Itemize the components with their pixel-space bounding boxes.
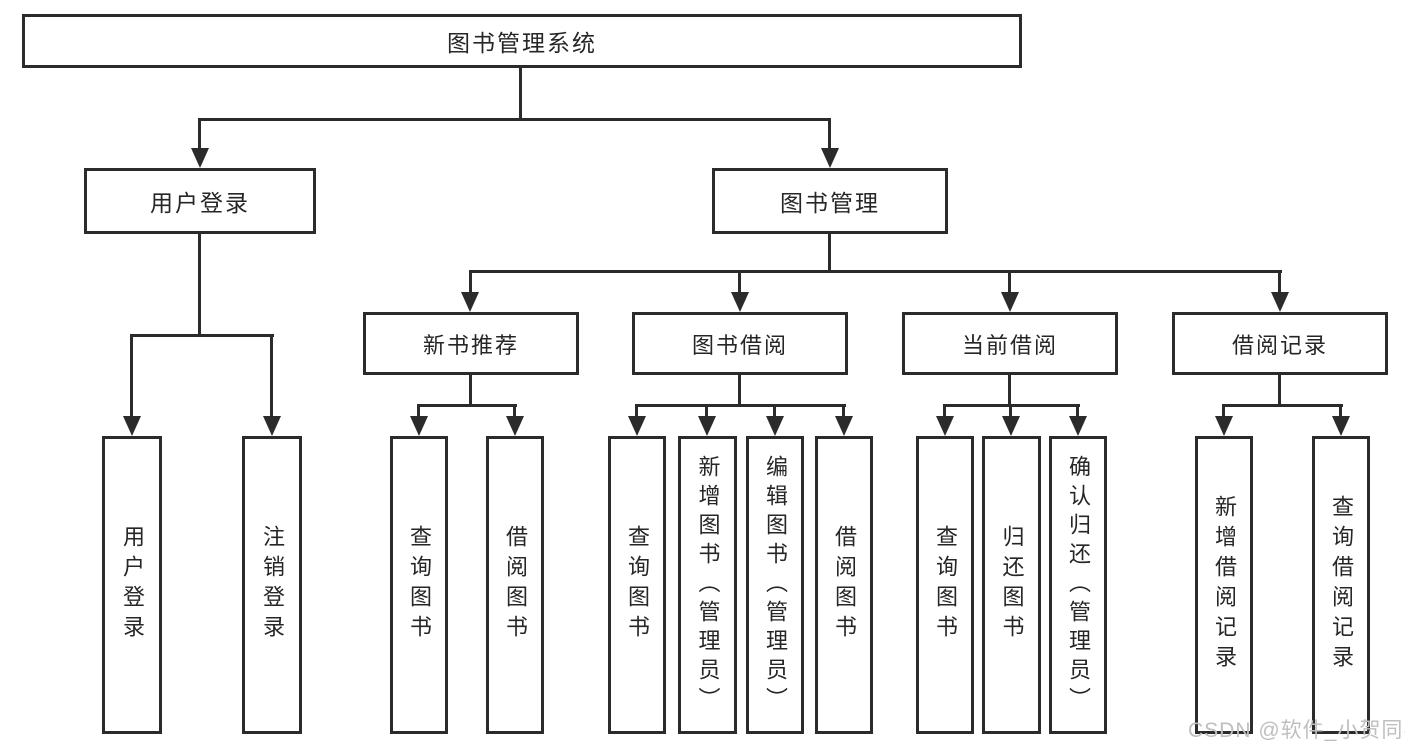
arrow-down-icon [123, 416, 141, 436]
connector-leaf-drop [417, 404, 420, 422]
connector-bar [1222, 404, 1343, 407]
arrow-down-icon [1215, 416, 1233, 436]
leaf-borrow-books-borrowing: 借阅图书 [815, 436, 873, 734]
arrow-down-icon [835, 416, 853, 436]
connector-leaf-drop [513, 404, 516, 422]
arrow-down-icon [766, 416, 784, 436]
leaf-borrow-books-recommend: 借阅图书 [486, 436, 544, 734]
arrow-down-icon [461, 292, 479, 312]
arrow-down-icon [191, 148, 209, 168]
node-book-borrowing: 图书借阅 [632, 312, 848, 375]
arrow-down-icon [1002, 416, 1020, 436]
arrow-down-icon [1271, 292, 1289, 312]
connector-leaf-drop [705, 404, 708, 422]
connector-leaf-drop [1076, 404, 1079, 422]
connector-book-mgmt-drop [828, 118, 831, 154]
arrow-down-icon [1001, 292, 1019, 312]
connector-stem [738, 374, 741, 406]
arrow-down-icon [1332, 416, 1350, 436]
arrow-down-icon [263, 416, 281, 436]
connector-book-mgmt-stem [828, 233, 831, 273]
connector-leaf-drop [270, 334, 273, 422]
connector-level3-bar [469, 270, 1282, 273]
connector-leaf-drop [1339, 404, 1342, 422]
watermark: CSDN @软件_小贺同学 [1188, 719, 1405, 742]
leaf-confirm-return-admin: 确认归还（管理员） [1049, 436, 1107, 734]
leaf-add-borrow-record: 新增借阅记录 [1195, 436, 1253, 734]
connector-user-login-stem [198, 233, 201, 336]
connector-bar [635, 404, 846, 407]
leaf-add-books-admin: 新增图书（管理员） [678, 436, 737, 734]
arrow-down-icon [410, 416, 428, 436]
node-borrowing-records: 借阅记录 [1172, 312, 1388, 375]
connector-leaf-drop [1009, 404, 1012, 422]
connector-leaf-drop [130, 334, 133, 422]
node-user-login: 用户登录 [84, 168, 316, 234]
leaf-query-books-recommend: 查询图书 [390, 436, 448, 734]
connector-user-login-drop [198, 118, 201, 154]
arrow-down-icon [821, 148, 839, 168]
leaf-edit-books-admin: 编辑图书（管理员） [746, 436, 804, 734]
connector-stem [1008, 374, 1011, 406]
leaf-return-books: 归还图书 [982, 436, 1041, 734]
connector-level2-bar [198, 118, 831, 121]
leaf-query-borrow-record: 查询借阅记录 [1312, 436, 1370, 734]
leaf-query-books-borrowing: 查询图书 [608, 436, 666, 734]
connector-stem [469, 374, 472, 406]
connector-level3-drop [1278, 270, 1281, 298]
node-book-management: 图书管理 [712, 168, 948, 234]
connector-leaf-drop [1222, 404, 1225, 422]
connector-bar [417, 404, 517, 407]
node-current-borrowing: 当前借阅 [902, 312, 1118, 375]
connector-level3-drop [469, 270, 472, 298]
arrow-down-icon [731, 292, 749, 312]
connector-leaf-drop [943, 404, 946, 422]
leaf-user-login: 用户登录 [102, 436, 162, 734]
arrow-down-icon [1069, 416, 1087, 436]
arrow-down-icon [506, 416, 524, 436]
connector-level3-drop [1008, 270, 1011, 298]
leaf-logout: 注销登录 [242, 436, 302, 734]
connector-leaf-drop [635, 404, 638, 422]
connector-leaf-drop [842, 404, 845, 422]
node-new-book-recommendation: 新书推荐 [363, 312, 579, 375]
connector-stem [1278, 374, 1281, 406]
arrow-down-icon [936, 416, 954, 436]
arrow-down-icon [698, 416, 716, 436]
arrow-down-icon [628, 416, 646, 436]
connector-leaf-drop [773, 404, 776, 422]
connector-user-login-bar [130, 334, 274, 337]
node-library-management-system: 图书管理系统 [22, 14, 1022, 68]
connector-level3-drop [738, 270, 741, 298]
leaf-query-books-current: 查询图书 [916, 436, 974, 734]
connector-root-stem [519, 67, 522, 120]
